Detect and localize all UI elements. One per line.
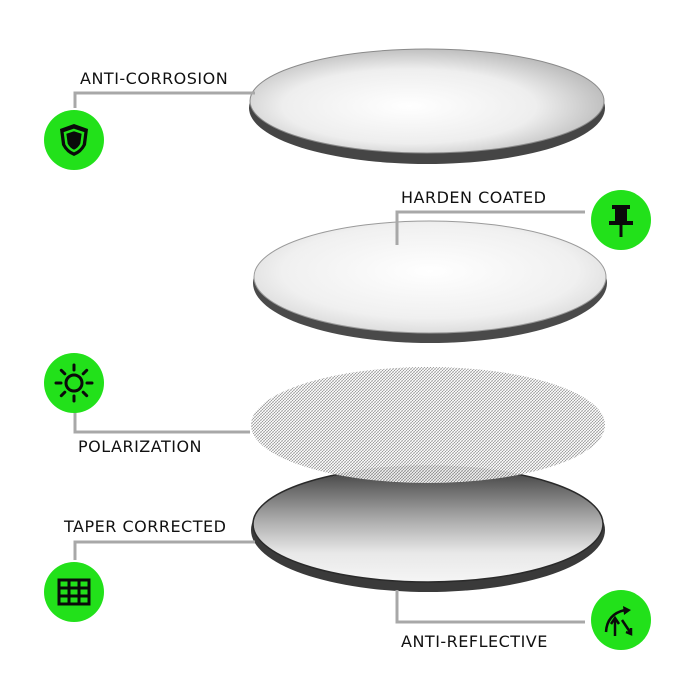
connector-polarization [73,397,250,434]
badge-anti-corrosion [44,110,104,170]
badge-anti-reflective [591,590,651,650]
label-polarization: POLARIZATION [78,437,203,456]
badge-taper-corrected [44,562,104,622]
push-pin-icon [609,205,633,237]
lens-layer-tinted [251,465,605,592]
label-anti-corrosion: ANTI-CORROSION [80,69,229,88]
lens-layer-polarization [251,367,605,483]
sun-icon [54,363,94,403]
label-anti-reflective: ANTI-REFLECTIVE [401,632,548,651]
reflection-arrow-icon [604,606,633,636]
lens-layer-anti-corrosion [249,48,605,164]
connector-anti-corrosion [73,91,255,108]
badge-polarization [44,353,104,413]
label-taper-corrected: TAPER CORRECTED [64,517,227,536]
connector-anti-reflective [395,590,585,624]
connector-harden-coated [395,210,585,245]
label-harden-coated: HARDEN COATED [401,188,547,207]
lens-layer-harden-coated [253,220,607,343]
shield-icon [60,124,88,156]
connector-taper-corrected [73,540,255,560]
badge-harden-coated [591,190,651,250]
grid-icon [57,578,91,606]
